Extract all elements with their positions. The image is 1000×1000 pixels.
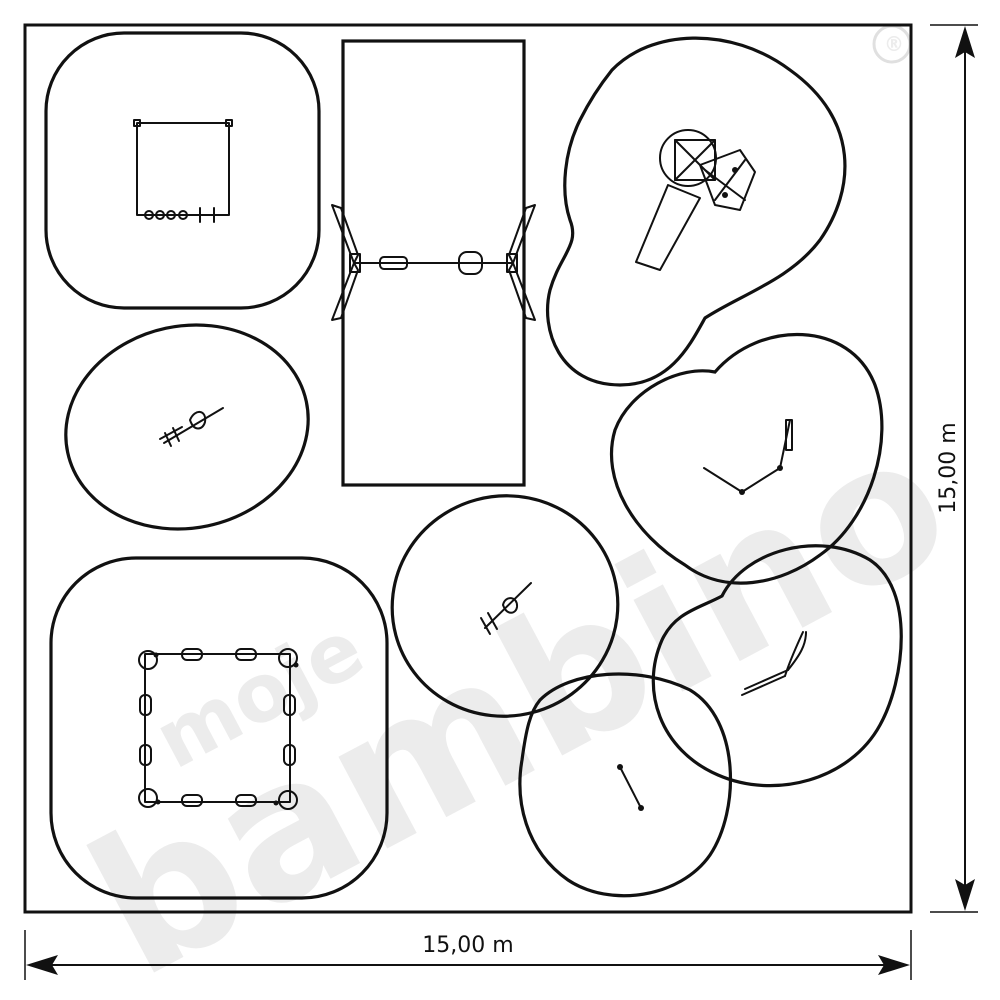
watermark: moje bambino ® [57, 24, 982, 1000]
rope-bridge-icon [741, 631, 807, 696]
height-label: 15,00 m [936, 422, 961, 513]
spring-rocker-icon [480, 582, 532, 635]
safety-zone-swings [341, 39, 526, 487]
arrow-down-icon [955, 879, 975, 911]
arrow-left-icon [26, 955, 58, 975]
arrow-right-icon [878, 955, 910, 975]
balance-beam-icon [703, 419, 793, 495]
height-dimension: 15,00 m [930, 24, 978, 913]
play-tower-slide-icon [635, 129, 756, 271]
safety-zone-rocker-1 [64, 323, 310, 531]
safety-zone-frame [44, 31, 321, 310]
width-dimension: 15,00 m [24, 930, 912, 980]
square-frame-icon [133, 119, 233, 223]
watermark-registered: ® [884, 32, 904, 56]
safety-zone-beam [609, 333, 884, 585]
log-ring-circuit-icon [138, 648, 299, 810]
chain-balance-icon [617, 764, 644, 811]
safety-zone-rope-bridge [651, 544, 903, 788]
safety-zone-log-circuit [49, 556, 389, 900]
arrow-up-icon [955, 26, 975, 58]
plot-boundary [23, 23, 913, 914]
safety-zone-chain [518, 672, 732, 898]
swing-set-icon [331, 204, 536, 321]
spring-rocker-icon [159, 407, 224, 447]
safety-zone-tower [545, 36, 847, 387]
width-label: 15,00 m [422, 933, 513, 958]
